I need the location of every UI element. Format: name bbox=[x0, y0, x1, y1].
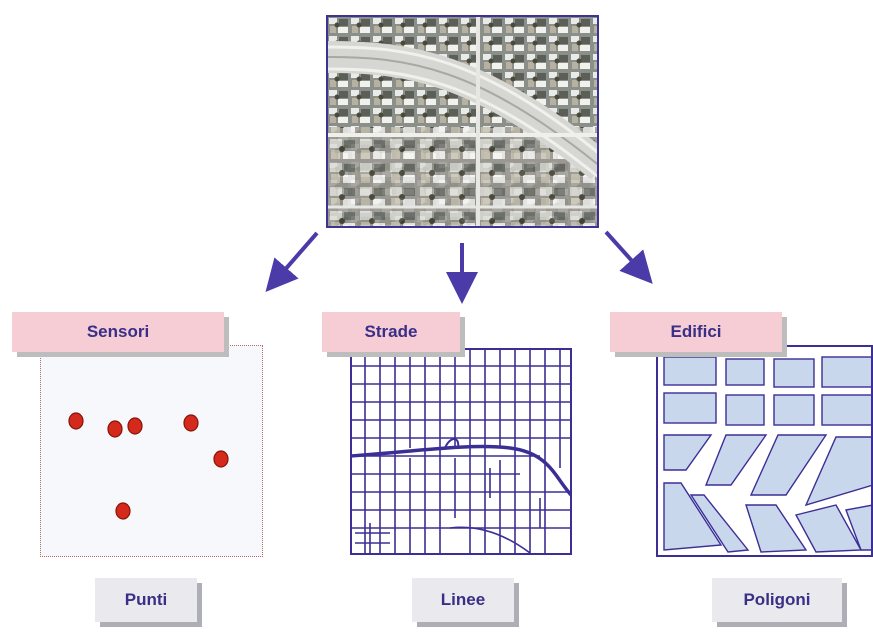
poligoni-label-box: Poligoni bbox=[712, 578, 842, 622]
aerial-photo bbox=[326, 15, 599, 228]
arrow-to-edifici bbox=[604, 230, 653, 284]
poligoni-label: Poligoni bbox=[743, 590, 811, 609]
lines-layer-panel bbox=[350, 348, 572, 555]
sensor-point bbox=[107, 420, 123, 438]
sensor-point bbox=[127, 417, 143, 435]
points-layer-panel bbox=[40, 345, 263, 557]
points-map bbox=[68, 412, 229, 520]
edifici-label-box: Edifici bbox=[610, 312, 782, 352]
buildings-map bbox=[656, 345, 873, 557]
edifici-label: Edifici bbox=[670, 322, 722, 341]
roads-map bbox=[350, 348, 572, 555]
sensor-point bbox=[68, 412, 84, 430]
polygons-layer-panel bbox=[656, 345, 873, 557]
punti-label: Punti bbox=[124, 590, 168, 609]
arrow-to-sensori bbox=[265, 231, 319, 293]
aerial-photo-graphic bbox=[328, 17, 597, 226]
linee-label-box: Linee bbox=[412, 578, 514, 622]
strade-label-box: Strade bbox=[322, 312, 460, 352]
sensori-label: Sensori bbox=[86, 322, 150, 341]
linee-label: Linee bbox=[440, 590, 486, 609]
punti-label-box: Punti bbox=[95, 578, 197, 622]
sensori-label-box: Sensori bbox=[12, 312, 224, 352]
sensor-point bbox=[213, 450, 229, 468]
sensor-point bbox=[115, 502, 131, 520]
sensor-point bbox=[183, 414, 199, 432]
strade-label: Strade bbox=[364, 322, 418, 341]
